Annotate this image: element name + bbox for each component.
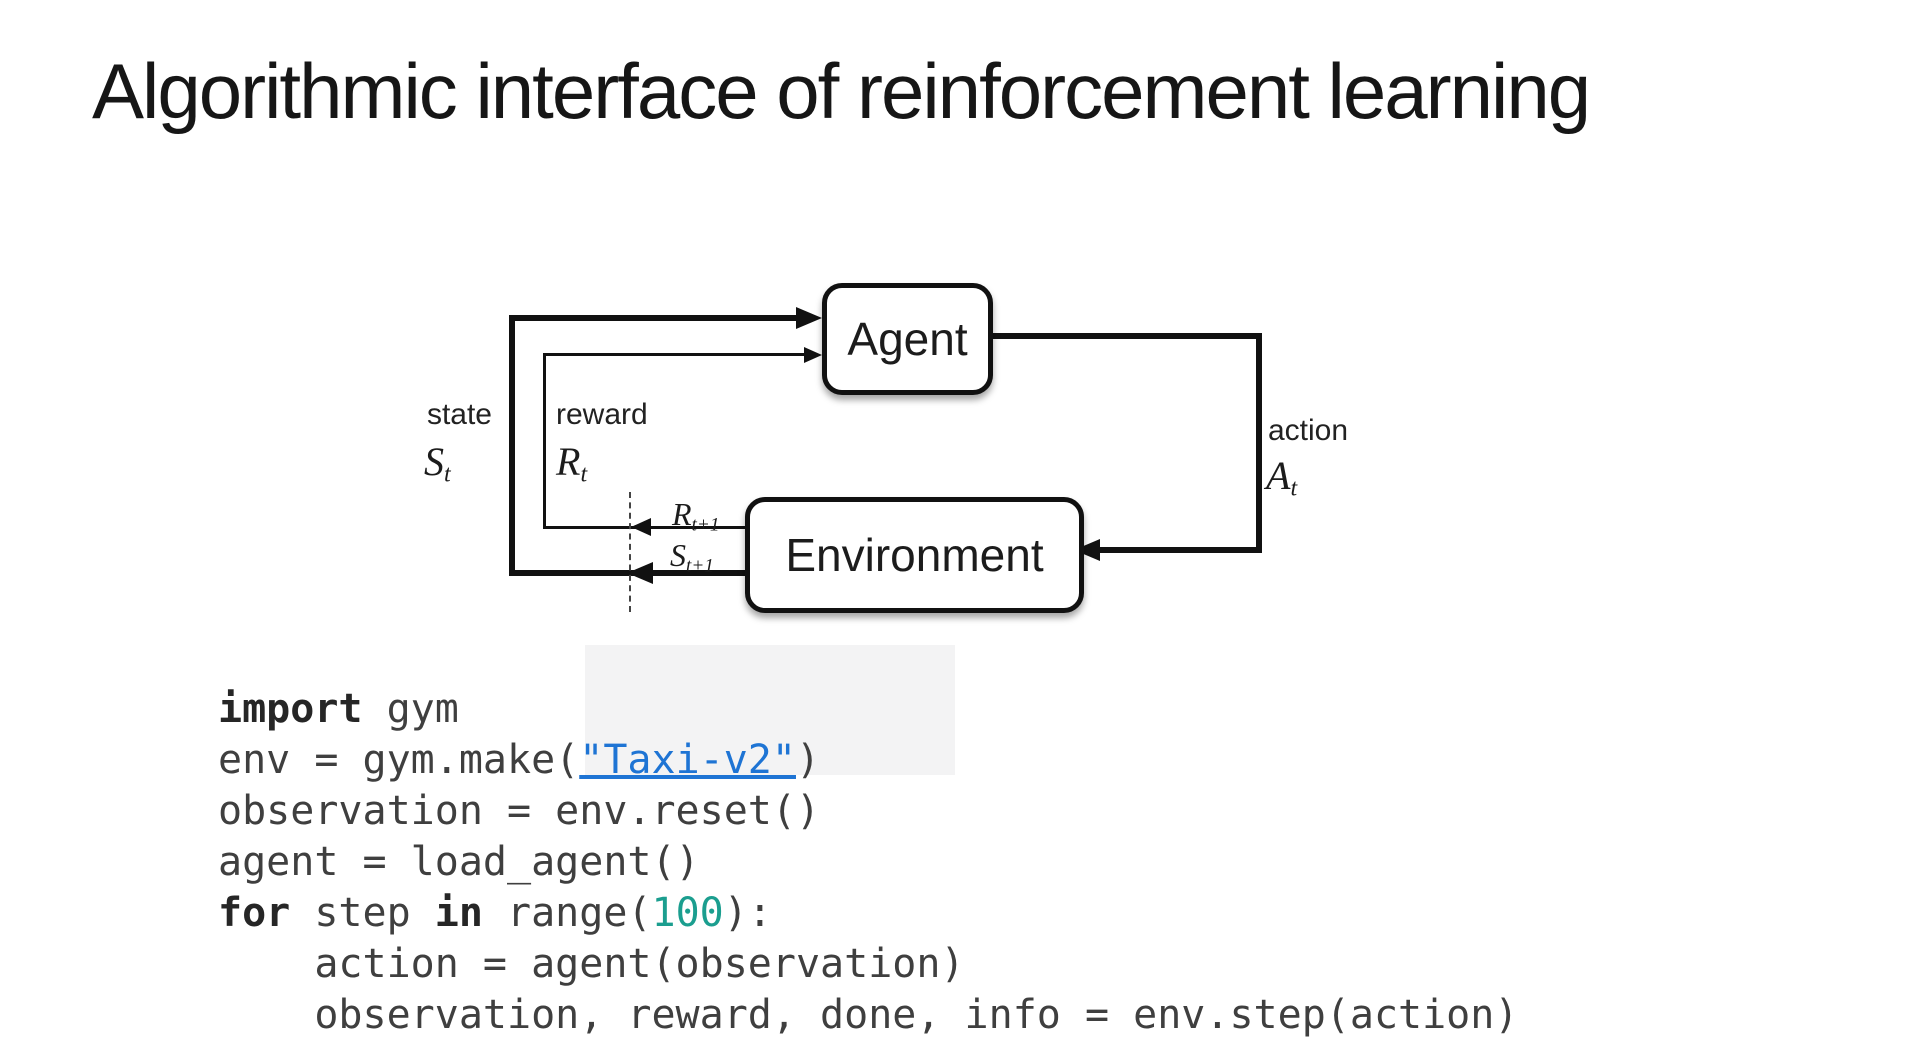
code-token: in (434, 890, 483, 936)
reward-label: reward (556, 398, 648, 431)
code-token: observation = env.reset() (218, 788, 821, 834)
state-symbol: St (424, 439, 451, 488)
code-token: ): (723, 890, 772, 936)
code-backdrop (585, 645, 955, 775)
state-line-vertical (509, 315, 515, 576)
code-token: 100 (651, 890, 724, 936)
code-token: for (218, 890, 291, 936)
state-label: state (426, 398, 492, 431)
state-line-top (509, 315, 798, 321)
arrowhead-state-into-agent-icon (796, 307, 822, 329)
agent-box-label: Agent (847, 313, 968, 365)
code-line: agent = load_agent() (218, 837, 1518, 888)
code-line: env = gym.make("Taxi-v2") (218, 735, 1518, 786)
action-label: action (1268, 414, 1349, 447)
arrowhead-reward-into-agent-icon (804, 347, 822, 363)
code-token: action = agent(observation) (218, 941, 965, 987)
code-line: action = agent(observation) (218, 939, 1518, 990)
next-state-symbol: St+1 (670, 537, 714, 577)
reward-line-top (543, 353, 804, 356)
code-token: gym (362, 686, 459, 732)
arrowhead-next-reward-icon (631, 518, 651, 536)
action-line-top (983, 333, 1262, 339)
environment-box: Environment (745, 497, 1084, 613)
code-token: range( (482, 890, 652, 936)
arrowhead-next-state-icon (627, 562, 653, 584)
environment-box-label: Environment (785, 529, 1044, 581)
taxi-v2-link[interactable]: "Taxi-v2" (579, 737, 796, 783)
code-token: observation, reward, done, info = env.st… (218, 992, 1519, 1038)
code-token: agent = load_agent() (218, 839, 700, 885)
agent-box: Agent (822, 283, 993, 395)
reward-symbol: Rt (556, 439, 588, 488)
code-line: observation = env.reset() (218, 786, 1518, 837)
code-line: for step in range(100): (218, 888, 1518, 939)
action-line-vertical (1256, 333, 1262, 553)
next-reward-symbol: Rt+1 (672, 496, 720, 536)
code-token: env = gym.make( (218, 737, 580, 783)
reward-line-vertical (543, 353, 546, 529)
code-token: import (218, 686, 363, 732)
code-line: import gym (218, 684, 1518, 735)
slide-title: Algorithmic interface of reinforcement l… (92, 47, 1591, 135)
time-boundary-dashed-line (629, 492, 631, 612)
code-line: observation, reward, done, info = env.st… (218, 990, 1518, 1041)
code-token: ) (795, 737, 821, 783)
action-symbol: At (1266, 453, 1298, 502)
code-token: step (290, 890, 435, 936)
action-line-bottom (1098, 547, 1259, 553)
